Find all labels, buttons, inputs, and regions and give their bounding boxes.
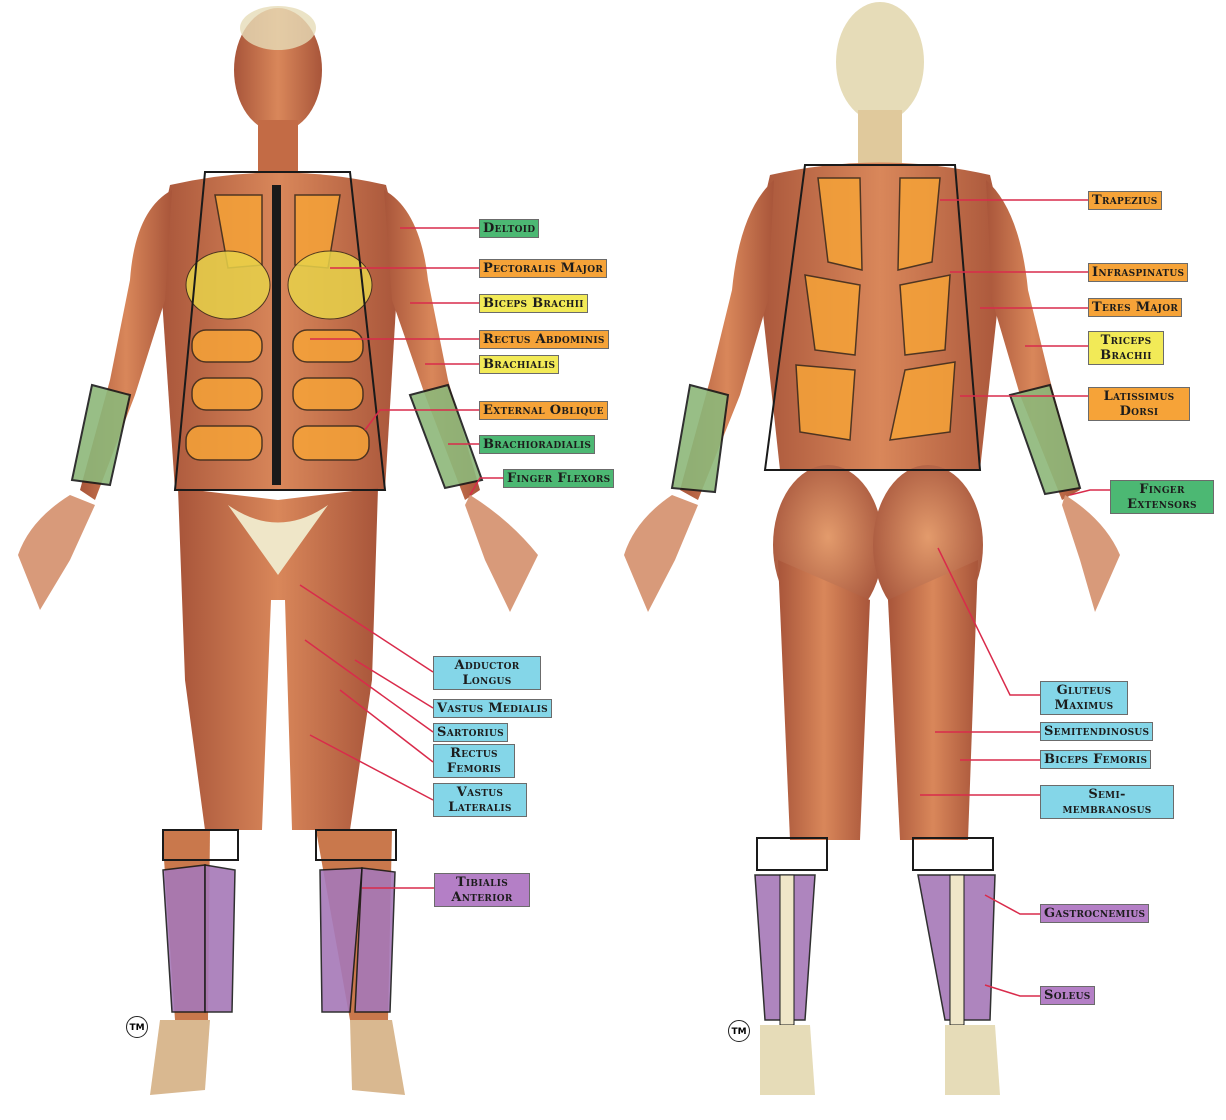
front-foot-right	[150, 1020, 210, 1095]
label-text: Deltoid	[483, 221, 535, 236]
label-text: Vastus Medialis	[437, 701, 548, 716]
label-text: Finger Flexors	[507, 471, 610, 486]
label-text: Infraspinatus	[1092, 265, 1184, 280]
back-hand-left	[624, 495, 698, 612]
label-text: Semi-	[1044, 787, 1170, 802]
label-text: Tibialis	[438, 875, 526, 890]
label-text: Gluteus	[1044, 683, 1124, 698]
label-text: Longus	[437, 673, 537, 688]
forearm-ext-left	[672, 385, 728, 492]
label-text: Extensors	[1114, 497, 1210, 512]
back-thigh-left	[778, 560, 870, 840]
lat-left-shape	[796, 365, 855, 440]
label-text: Teres Major	[1092, 300, 1178, 315]
label-brachialis: Brachialis	[479, 355, 559, 374]
forearm-flexor-right	[72, 385, 130, 485]
label-text: Semitendinosus	[1044, 724, 1149, 739]
label-text: Sartorius	[437, 725, 504, 740]
label-text: Dorsi	[1092, 404, 1186, 419]
back-foot-right	[945, 1025, 1000, 1095]
abs-shape-1	[192, 330, 262, 362]
back-neck	[858, 110, 902, 170]
front-hand-right	[18, 495, 95, 610]
label-finger-flexors: Finger Flexors	[503, 469, 614, 488]
label-infraspinatus: Infraspinatus	[1088, 263, 1188, 282]
label-gastrocnemius: Gastrocnemius	[1040, 904, 1149, 923]
label-text: Lateralis	[437, 800, 523, 815]
label-text: Vastus	[437, 785, 523, 800]
label-text: Maximus	[1044, 698, 1124, 713]
label-vastus-medialis: Vastus Medialis	[433, 699, 552, 718]
label-text: Gastrocnemius	[1044, 906, 1145, 921]
forearm-flexor-left	[410, 385, 482, 488]
label-text: membranosus	[1044, 802, 1170, 817]
abs-shape-5	[186, 426, 262, 460]
label-text: Latissimus	[1092, 389, 1186, 404]
label-biceps-femoris: Biceps Femoris	[1040, 750, 1151, 769]
label-text: Trapezius	[1092, 193, 1158, 208]
label-biceps-brachii: Biceps Brachii	[479, 294, 588, 313]
label-semimembranosus: Semi-membranosus	[1040, 785, 1174, 819]
forearm-ext-right	[1010, 385, 1080, 494]
label-deltoid: Deltoid	[479, 219, 539, 238]
label-text: Finger	[1114, 482, 1210, 497]
label-sartorius: Sartorius	[433, 723, 508, 742]
label-text: Soleus	[1044, 988, 1091, 1003]
abs-shape-2	[293, 330, 363, 362]
label-text: Pectoralis Major	[483, 261, 603, 276]
label-semitendinosus: Semitendinosus	[1040, 722, 1153, 741]
back-foot-left	[760, 1025, 815, 1095]
label-text: Brachialis	[483, 357, 555, 372]
label-text: Brachioradialis	[483, 437, 591, 452]
label-text: Femoris	[437, 761, 511, 776]
label-text: Adductor	[437, 658, 537, 673]
label-text: External Oblique	[483, 403, 604, 418]
label-text: Biceps Brachii	[483, 296, 584, 311]
back-head	[836, 2, 924, 122]
label-rectus-abdominis: Rectus Abdominis	[479, 330, 609, 349]
front-foot-left	[350, 1020, 405, 1095]
trademark-mark-front: TM	[126, 1016, 148, 1038]
label-pectoralis-major: Pectoralis Major	[479, 259, 607, 278]
label-text: Brachii	[1092, 348, 1160, 363]
back-figure	[624, 2, 1120, 1095]
infra-right-shape	[900, 275, 950, 355]
tibialis-right	[163, 865, 205, 1012]
front-zipper	[272, 185, 281, 485]
front-neck	[258, 120, 298, 175]
breast-right	[186, 251, 270, 319]
trademark-mark-back: TM	[728, 1020, 750, 1042]
label-text: Biceps Femoris	[1044, 752, 1147, 767]
label-text: Rectus	[437, 746, 511, 761]
label-brachioradialis: Brachioradialis	[479, 435, 595, 454]
abs-shape-3	[192, 378, 262, 410]
label-text: Anterior	[438, 890, 526, 905]
label-trapezius: Trapezius	[1088, 191, 1162, 210]
label-text: Triceps	[1092, 333, 1160, 348]
front-hand-left	[465, 495, 538, 612]
label-soleus: Soleus	[1040, 986, 1095, 1005]
abs-shape-6	[293, 426, 369, 460]
label-external-oblique: External Oblique	[479, 401, 608, 420]
abs-shape-4	[293, 378, 363, 410]
label-teres-major: Teres Major	[1088, 298, 1182, 317]
front-figure	[18, 6, 538, 1095]
label-text: Rectus Abdominis	[483, 332, 605, 347]
